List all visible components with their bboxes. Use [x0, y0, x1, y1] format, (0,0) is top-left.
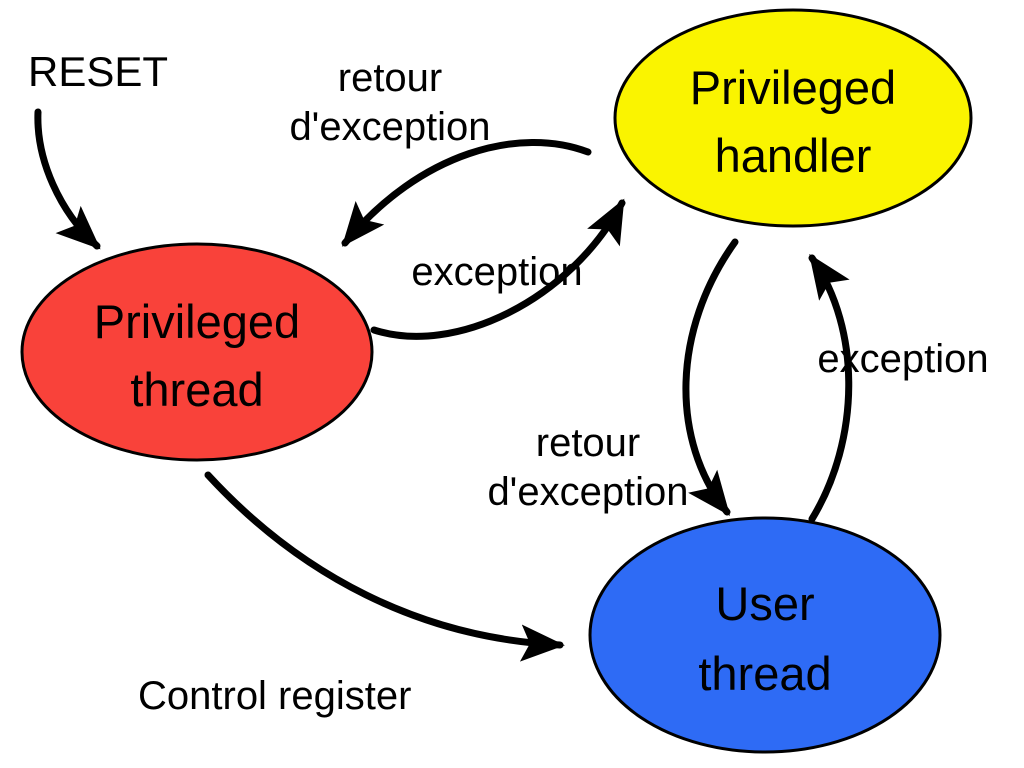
edge-label-reset: RESET — [28, 48, 168, 95]
user-thread-label-line1: User — [715, 577, 814, 630]
privileged-thread-label-line2: thread — [130, 363, 263, 416]
privileged-handler-label-line1: Privileged — [690, 61, 896, 114]
edge-label-handler-to-thread-return-line1: retour — [338, 56, 443, 100]
edge-label-thread-to-handler-exception: exception — [411, 250, 582, 294]
edge-user-to-handler-exception — [808, 253, 853, 523]
user-thread-label-line2: thread — [698, 647, 831, 700]
edge-thread-to-handler-exception — [370, 198, 626, 340]
node-user-thread[interactable]: User thread — [588, 516, 942, 754]
node-privileged-handler[interactable]: Privileged handler — [613, 8, 973, 228]
privileged-handler-ellipse[interactable] — [613, 8, 973, 228]
edge-label-handler-to-thread-return-line2: d'exception — [289, 105, 490, 149]
privileged-thread-ellipse[interactable] — [20, 242, 374, 462]
edge-thread-to-user-control-register — [204, 471, 565, 662]
privileged-handler-label-line2: handler — [715, 129, 872, 182]
node-privileged-thread[interactable]: Privileged thread — [20, 242, 374, 462]
user-thread-ellipse[interactable] — [588, 516, 942, 754]
edge-handler-to-user-return — [682, 238, 739, 516]
edge-label-user-to-handler-exception: exception — [817, 337, 988, 381]
edge-reset — [34, 108, 101, 250]
edge-label-thread-to-user-control-register: Control register — [138, 674, 411, 718]
edge-label-handler-to-user-return-line1: retour — [536, 421, 641, 465]
edge-label-handler-to-user-return-line2: d'exception — [487, 470, 688, 514]
privileged-thread-label-line1: Privileged — [94, 295, 300, 348]
edge-handler-to-thread-return — [341, 139, 592, 247]
